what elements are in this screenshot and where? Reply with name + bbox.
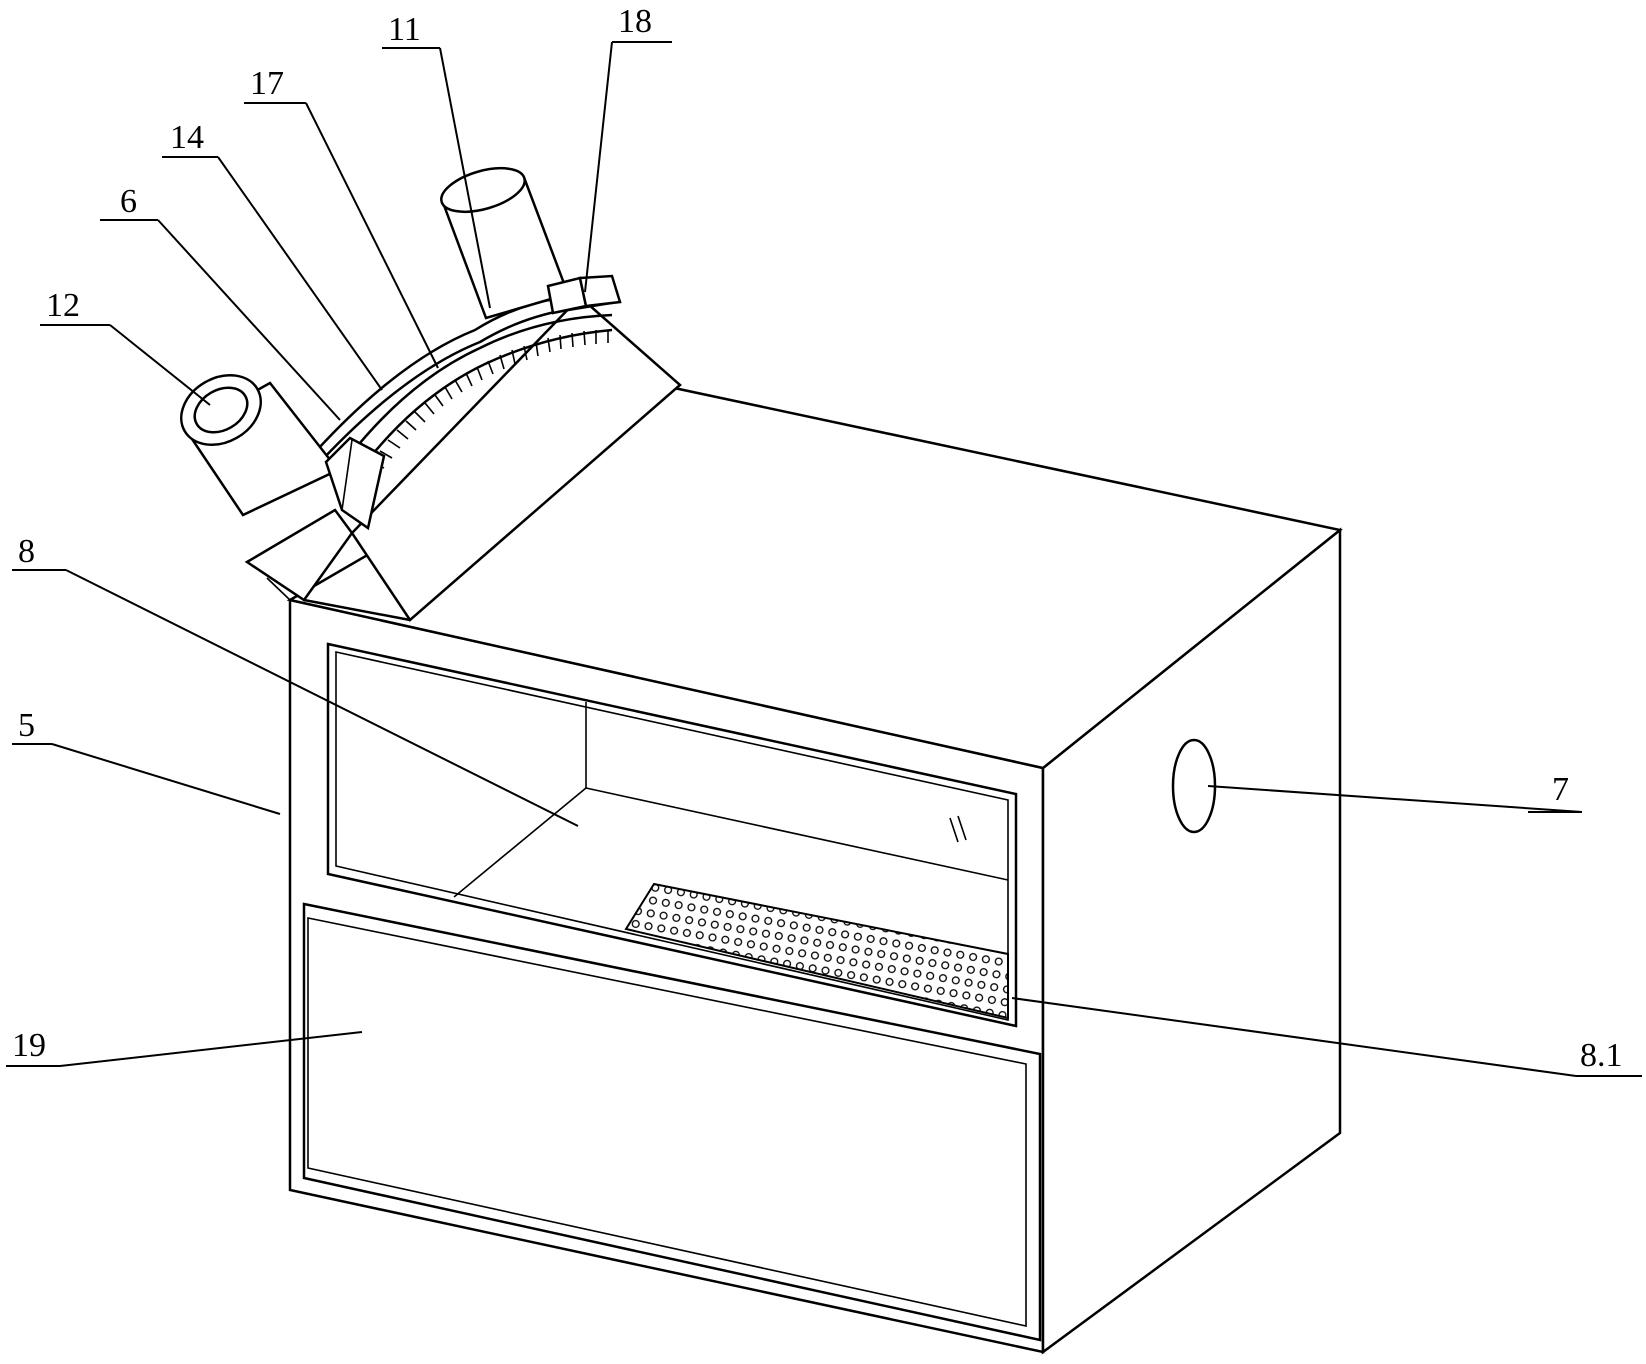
leader-5 [51,743,281,815]
leader-19 [59,1031,363,1067]
top-clamp-base [552,301,621,314]
chamber-floor-back-line [585,787,1009,881]
label-8-1: 8.1 [1580,1037,1623,1074]
base-block-main [350,295,682,622]
label-8: 8 [18,533,35,570]
outer-arc-rail-inner [321,308,566,461]
reference-numerals: 12 6 14 17 11 18 8 5 7 8.1 19 [12,3,1623,1074]
base-block-edge [266,577,291,601]
leader-6 [157,219,341,421]
label-19: 19 [12,1027,46,1064]
lower-tube-end-inner [193,386,249,434]
glass-mark-1 [949,817,959,843]
cabinet-body [286,383,1343,1355]
leader-12 [109,324,211,406]
scale-ticks [371,330,609,469]
drawer [302,902,1042,1342]
leader-7 [1207,785,1583,813]
label-5: 5 [18,707,35,744]
lower-clamp [324,436,386,531]
upper-tube-top [440,166,526,214]
label-6: 6 [120,183,137,220]
base-block-bottom-edge [303,598,411,622]
leader-18 [584,41,613,293]
lower-clamp-block [324,436,386,531]
label-12: 12 [46,287,80,324]
scale-arc [367,328,613,461]
inclined-base-block [244,295,682,622]
label-11: 11 [388,11,421,48]
drawer-inner-frame [307,917,1027,1327]
leader-14 [217,156,383,391]
chamber-floor-left-line [453,787,587,898]
lower-tube [180,373,340,517]
leader-8-1 [1011,997,1577,1077]
leader-11 [439,47,491,309]
chamber-window [326,642,1018,1028]
window-outer-frame [326,642,1018,1028]
leader-8 [65,569,579,827]
label-14: 14 [170,119,204,156]
label-17: 17 [250,65,284,102]
base-block-left-foot [244,508,354,602]
glass-mark-2 [957,815,967,841]
leader-lines [6,41,1642,1077]
upper-tube [440,166,570,320]
label-18: 18 [618,3,652,40]
top-clamp [546,274,622,315]
window-inner-frame [335,651,1009,1022]
middle-arc-track [349,313,613,456]
lower-clamp-edge [341,439,353,511]
leader-17 [305,102,439,369]
drawer-outer-frame [302,902,1042,1342]
perforated-plate [624,882,1009,1020]
label-7: 7 [1552,771,1569,808]
